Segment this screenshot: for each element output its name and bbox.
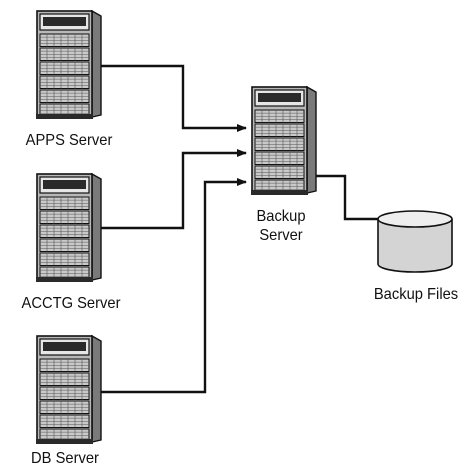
backup-files-label: Backup Files bbox=[373, 286, 459, 303]
backup-to-files-line bbox=[306, 174, 378, 221]
apps-server-label: APPS Server bbox=[25, 132, 113, 149]
storage-cylinder-icon bbox=[377, 210, 453, 273]
server-tower-icon bbox=[36, 334, 102, 444]
acctg-to-backup-arrow bbox=[101, 149, 247, 230]
backup-server-label: Backup Server bbox=[256, 208, 306, 244]
acctg-server-label: ACCTG Server bbox=[21, 295, 121, 312]
server-tower-icon bbox=[36, 9, 102, 119]
connectors bbox=[101, 64, 378, 394]
db-to-backup-arrow bbox=[101, 178, 247, 394]
server-tower-icon bbox=[36, 172, 102, 282]
apps-to-backup-arrow bbox=[101, 64, 247, 132]
db-server-label: DB Server bbox=[31, 450, 99, 467]
server-tower-icon bbox=[251, 85, 317, 195]
